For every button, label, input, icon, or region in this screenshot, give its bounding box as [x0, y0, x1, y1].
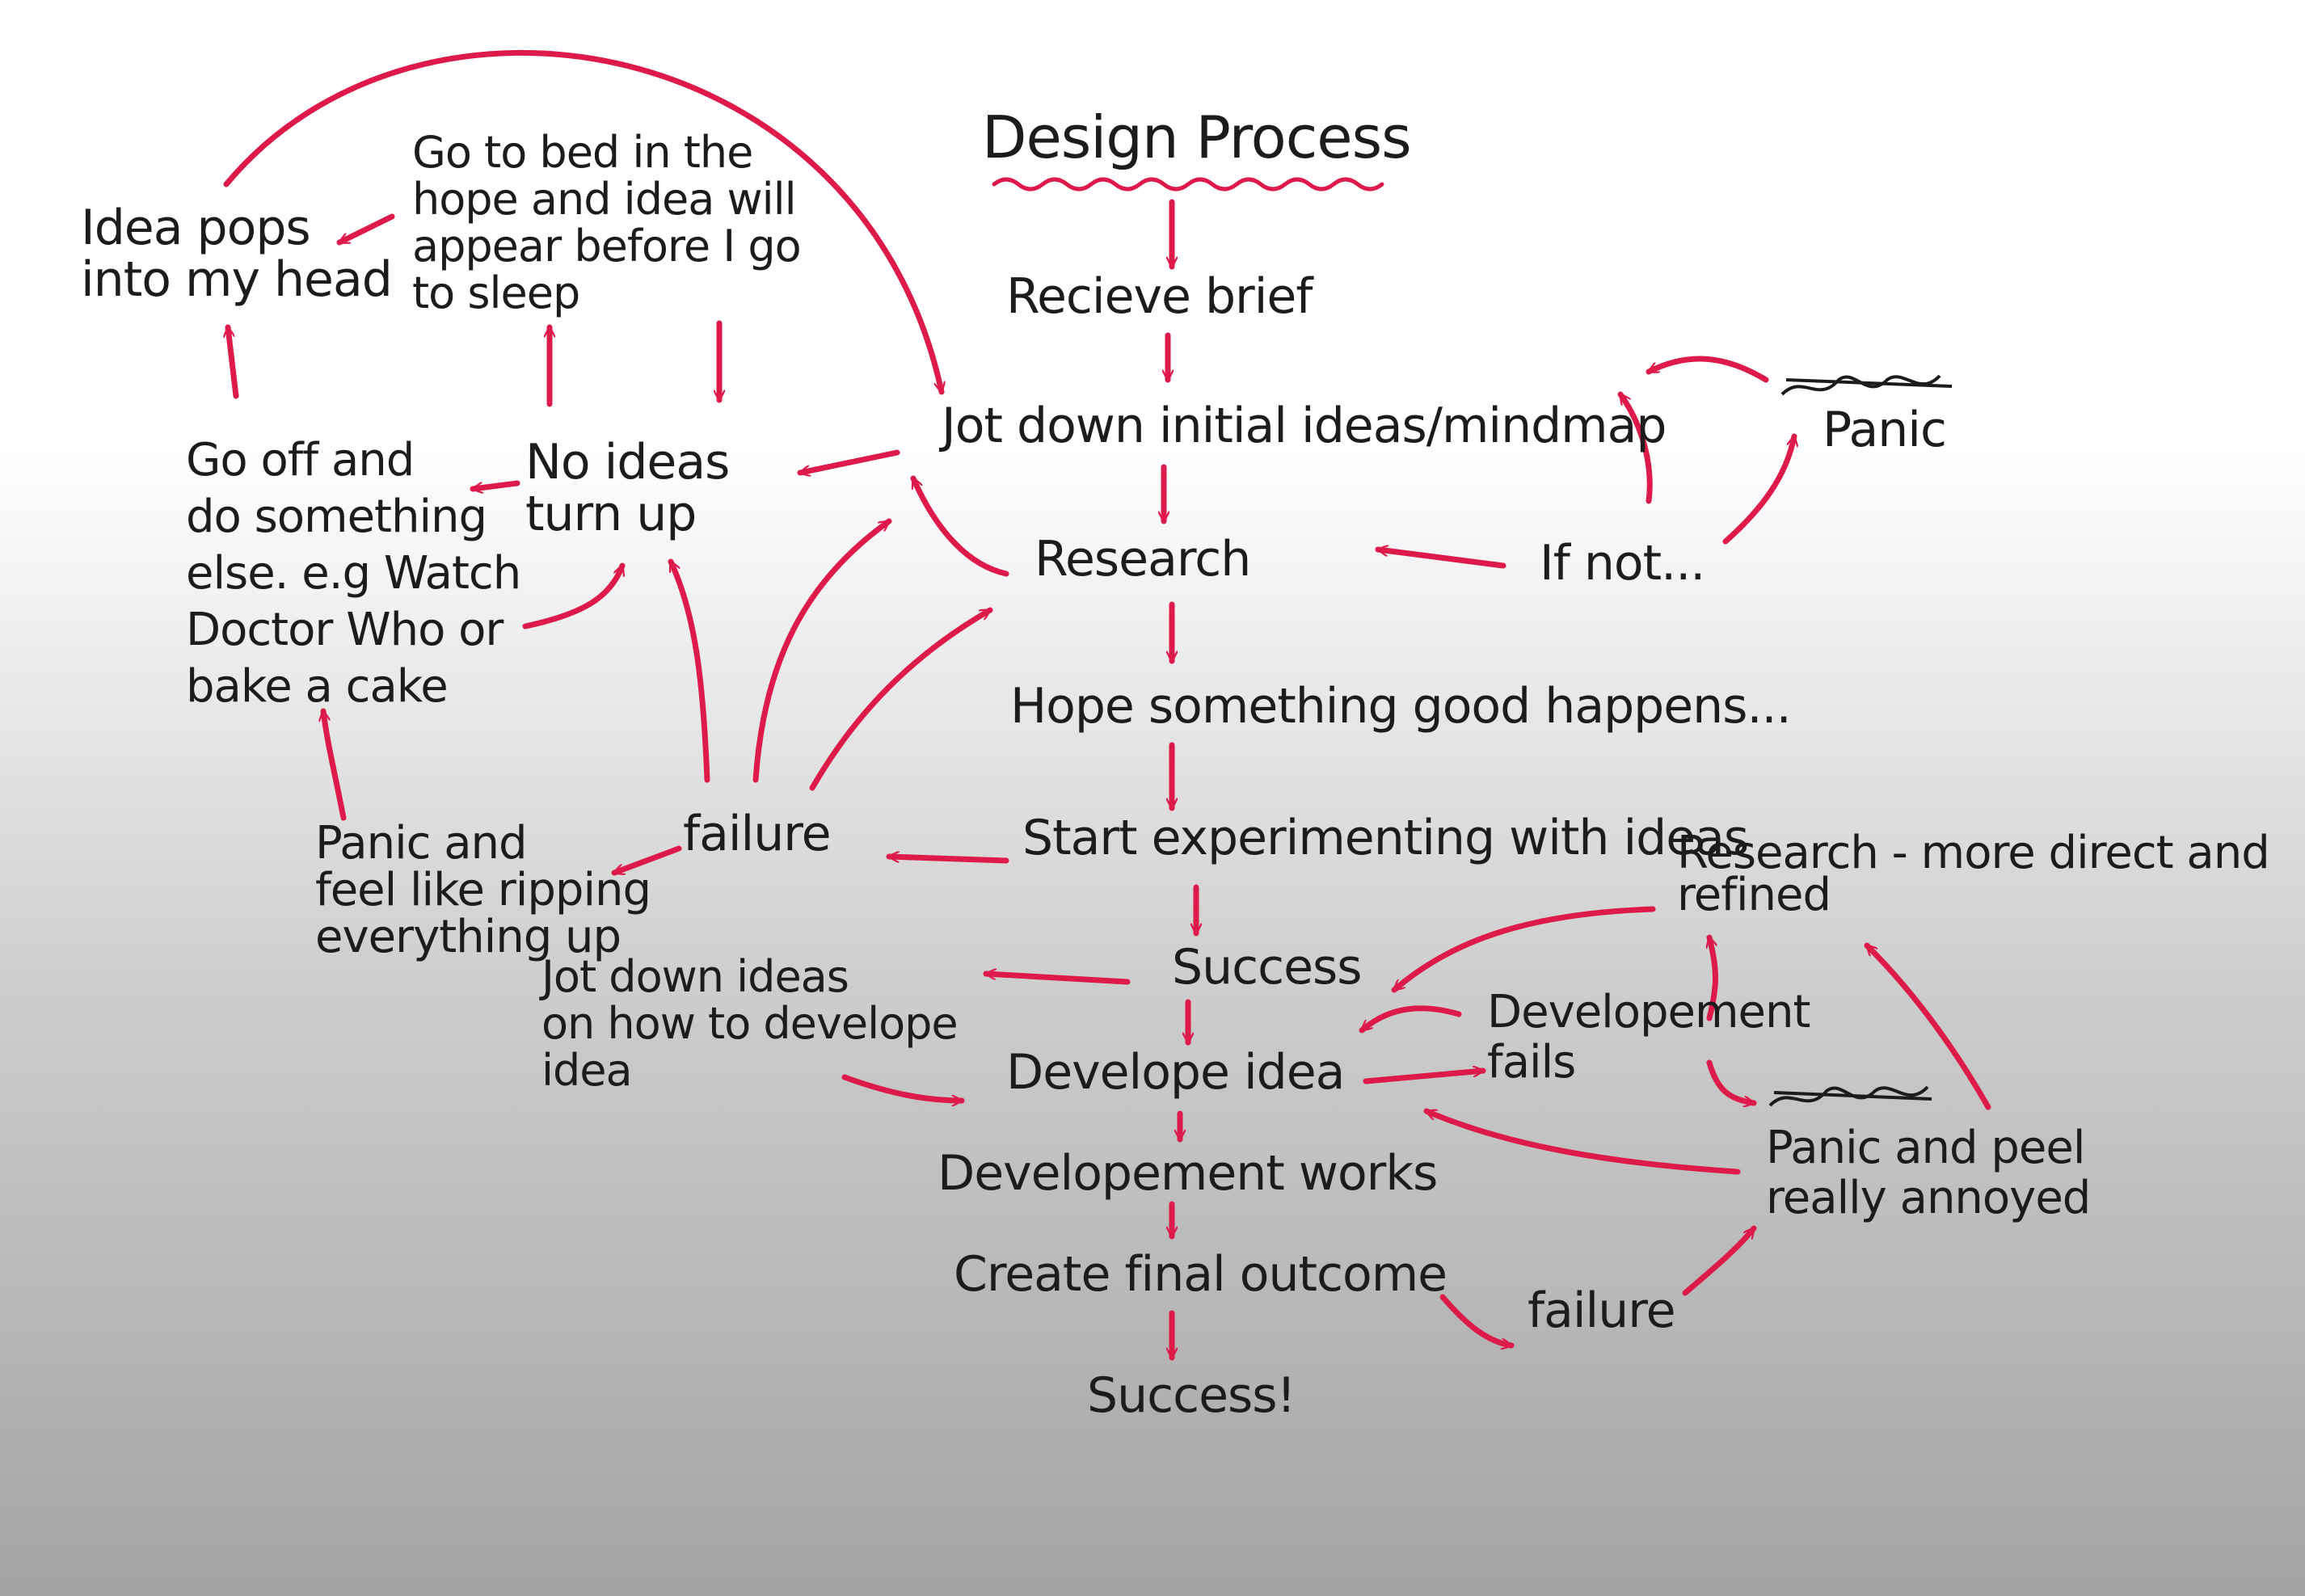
arrow-jotdevelope-to-develope: [841, 1074, 965, 1101]
node-success-1: Success: [1172, 939, 1363, 996]
arrow-fails-to-researchrefined: [1709, 934, 1718, 1021]
node-jot-down-initial: Jot down initial ideas/mindmap: [942, 398, 1667, 454]
arrow-ifnot-to-research: [1375, 550, 1506, 569]
arrow-researchrefined-to-develope: [1391, 906, 1656, 993]
arrow-success-to-jotdevelope: [983, 974, 1131, 985]
arrow-failure-to-noideas: [668, 562, 710, 783]
page-title: Design Process: [982, 103, 1412, 171]
arrow-start-to-failure: [886, 857, 1009, 864]
arrow-failure-to-panicannoyed: [1682, 1225, 1757, 1296]
scribble-right: [1768, 1085, 1932, 1107]
node-go-to-bed: Go to bed in the hope and idea will appe…: [412, 127, 802, 318]
node-panic-annoyed: Panic and peel really annoyed: [1766, 1122, 2091, 1224]
node-success-final: Success!: [1087, 1367, 1296, 1424]
node-research-refined: Research - more direct and refined: [1677, 827, 2270, 921]
arrow-ideapops-to-jot: [223, 50, 942, 395]
arrow-develope-to-fails: [1363, 1071, 1486, 1084]
node-start-experimenting: Start experimenting with ideas: [1022, 810, 1749, 866]
arrow-gooff-to-ideapops: [228, 324, 239, 399]
arrow-ifnot-to-jot: [1617, 391, 1653, 504]
arrow-panicrip-to-gooff: [323, 708, 347, 821]
node-no-ideas: No ideas turn up: [525, 434, 730, 542]
node-idea-pops: Idea pops into my head: [81, 200, 393, 308]
arrow-bed-to-ideapops: [339, 213, 395, 246]
node-develope-idea: Develope idea: [1006, 1044, 1345, 1101]
node-research: Research: [1035, 531, 1251, 587]
node-hope-good: Hope something good happens...: [1010, 678, 1792, 735]
node-panic-top: Panic: [1823, 402, 1947, 458]
arrow-panicannoyed-to-researchrefined: [1864, 942, 1991, 1110]
arrow-panic-to-jot: [1646, 356, 1769, 383]
arrow-failure-to-jot: [752, 518, 892, 783]
arrow-failure-to-panicrip: [614, 845, 682, 876]
arrow-gooff-to-noideas: [522, 566, 626, 630]
arrow-ifnot-to-panic: [1722, 433, 1794, 545]
title-underline: [992, 177, 1384, 192]
arrow-fails-to-panicannoyed: [1706, 1059, 1757, 1103]
node-recieve-brief: Recieve brief: [1006, 268, 1313, 325]
arrow-noideas-to-gooff: [470, 480, 520, 489]
node-jot-down-develope: Jot down ideas on how to develope idea: [541, 951, 959, 1096]
node-panic-ripping: Panic and feel like ripping everything u…: [315, 817, 651, 963]
arrow-panicannoyed-to-develope: [1426, 1108, 1741, 1175]
node-create-final: Create final outcome: [954, 1246, 1447, 1303]
node-failure-left: failure: [683, 806, 832, 862]
arrow-create-to-failure: [1439, 1294, 1515, 1345]
arrow-research-to-jot: [910, 478, 1009, 577]
node-developement-fails: Developement fails: [1487, 986, 1810, 1089]
node-developement-works: Developement works: [938, 1145, 1438, 1202]
node-go-off: Go off and do something else. e.g Watch …: [186, 434, 521, 713]
arrow-jot-to-noideas: [797, 449, 900, 473]
node-failure-bottom: failure: [1528, 1282, 1676, 1339]
scribble-top: [1780, 374, 1953, 396]
node-if-not: If not...: [1540, 535, 1705, 592]
arrow-failure-to-research: [809, 607, 993, 791]
arrow-fails-to-develope: [1359, 1005, 1462, 1034]
